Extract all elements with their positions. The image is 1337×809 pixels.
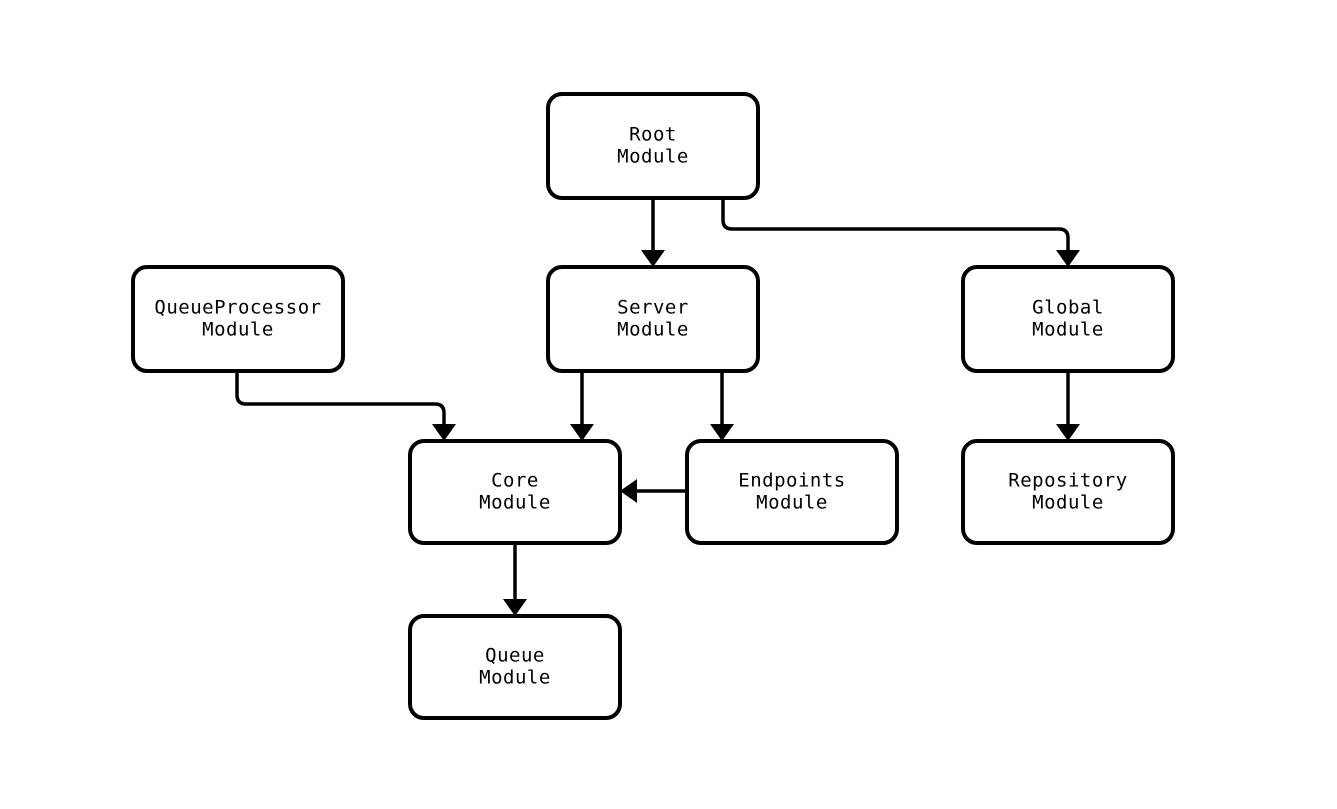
queue-module-label-line2: Module xyxy=(479,667,551,689)
queue-module-box[interactable] xyxy=(408,614,622,720)
endpoints-module-label-line2: Module xyxy=(756,492,828,514)
endpoints-module-label-line1: Endpoints xyxy=(738,470,845,492)
queueprocessor-module-box[interactable] xyxy=(131,265,345,373)
repository-module-box[interactable] xyxy=(961,439,1175,545)
edge-endpoints-to-core xyxy=(620,479,687,503)
edge-server-to-core-arrowhead xyxy=(570,424,594,441)
edge-core-to-queue xyxy=(503,543,527,616)
edge-root-to-global xyxy=(721,198,1080,267)
endpoints-module-box[interactable] xyxy=(685,439,899,545)
edge-server-to-core xyxy=(570,371,594,441)
root-module-label-line2: Module xyxy=(617,146,689,168)
queueprocessor-module-label-line2: Module xyxy=(202,319,274,341)
repository-module-label-line2: Module xyxy=(1032,492,1104,514)
server-module-label-line1: Server xyxy=(617,297,689,319)
edge-queueprocessor-to-core-arrowhead xyxy=(432,424,456,441)
edges-layer xyxy=(235,198,1080,616)
edge-global-to-repository-arrowhead xyxy=(1056,424,1080,441)
edge-server-to-endpoints xyxy=(710,371,734,441)
global-module-label-line1: Global xyxy=(1032,297,1104,319)
repository-module-label-line1: Repository xyxy=(1008,470,1127,492)
edge-core-to-queue-arrowhead xyxy=(503,599,527,616)
edge-endpoints-to-core-arrowhead xyxy=(620,479,637,503)
edge-root-to-server xyxy=(641,198,665,267)
edge-global-to-repository xyxy=(1056,371,1080,441)
server-module-label-line2: Module xyxy=(617,319,689,341)
queueprocessor-module-label-line1: QueueProcessor xyxy=(154,297,321,319)
nodes-layer: RootModuleQueueProcessorModuleServerModu… xyxy=(131,92,1175,720)
edge-server-to-endpoints-arrowhead xyxy=(710,424,734,441)
core-module-box[interactable] xyxy=(408,439,622,545)
edge-root-to-global-line xyxy=(721,198,1070,256)
global-module-label-line2: Module xyxy=(1032,319,1104,341)
edge-queueprocessor-to-core xyxy=(235,371,456,441)
core-module-label-line2: Module xyxy=(479,492,551,514)
edge-root-to-server-arrowhead xyxy=(641,250,665,267)
server-module-box[interactable] xyxy=(546,265,760,373)
edge-root-to-global-arrowhead xyxy=(1056,250,1080,267)
root-module-box[interactable] xyxy=(546,92,760,200)
edge-queueprocessor-to-core-line xyxy=(235,371,446,430)
global-module-box[interactable] xyxy=(961,265,1175,373)
root-module-label-line1: Root xyxy=(629,124,677,146)
queue-module-label-line1: Queue xyxy=(485,645,545,667)
core-module-label-line1: Core xyxy=(491,470,539,492)
